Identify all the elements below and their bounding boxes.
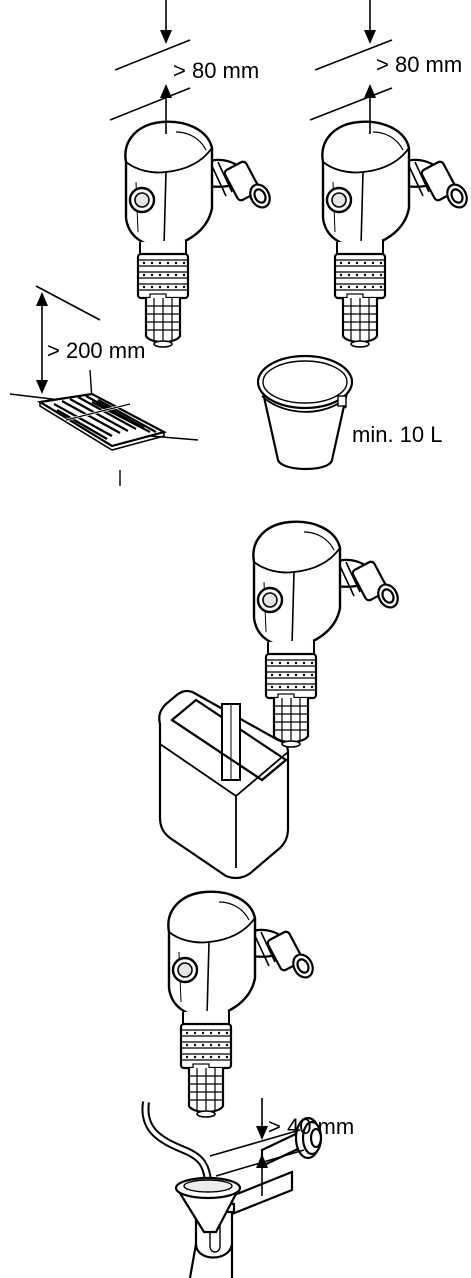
- filter-with-container: [158, 520, 403, 880]
- bucket-icon: [256, 354, 354, 470]
- floor-drain-grate-icon: [9, 369, 199, 486]
- backwash-filter-icon: [252, 520, 403, 749]
- backwash-filter-icon: [321, 120, 471, 349]
- filter-with-siphon: > 40 mm: [141, 890, 354, 1278]
- bucket-capacity-label: min. 10 L: [352, 422, 443, 447]
- clearance-label-top-left: > 80 mm: [173, 58, 259, 83]
- backwash-filter-icon: [124, 120, 275, 349]
- drain-clearance-label: > 40 mm: [268, 1114, 354, 1139]
- floor-drain-clearance-label: > 200 mm: [47, 338, 145, 363]
- drain-clearance-dimension: [209, 1098, 305, 1196]
- filter-top-left: [124, 120, 275, 349]
- backwash-filter-icon: [167, 890, 318, 1119]
- clearance-dimension-top-right: [309, 0, 393, 134]
- filter-top-right: [321, 120, 471, 349]
- clearance-dimension-top-left: [109, 0, 191, 134]
- siphon-trap-icon: [174, 1116, 323, 1278]
- clearance-label-top-right: > 80 mm: [376, 52, 462, 77]
- floor-drain-clearance-dimension: [35, 285, 101, 394]
